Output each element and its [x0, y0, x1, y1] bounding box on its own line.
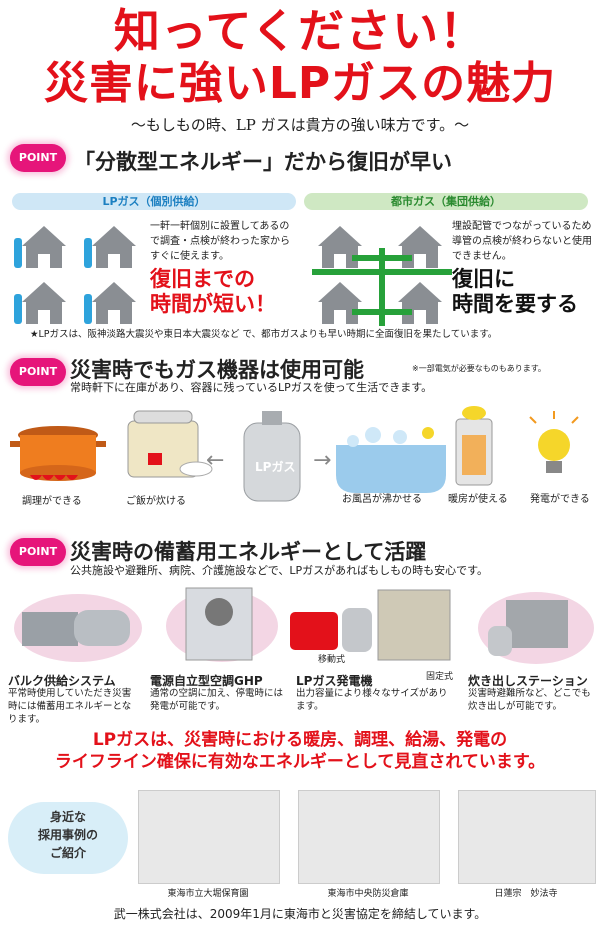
city-desc: 埋設配管でつながっているため導管の点検が終わらないと使用できません。 — [452, 221, 592, 262]
point3-title: 災害時の備蓄用エネルギーとして活躍 — [70, 540, 427, 564]
bathtub-icon — [336, 427, 446, 493]
gas-appliances-illustration: ← → — [10, 406, 579, 502]
rice-cooker-icon — [127, 410, 213, 478]
subtitle: ～もしもの時、LP ガスは貴方の強い味方です。～ — [130, 116, 470, 134]
fixed-tag: 固定式 — [426, 672, 454, 682]
svg-text:→: → — [313, 448, 331, 473]
can-heat-bath-label: お風呂が沸かせる — [342, 494, 422, 505]
svg-text:←: ← — [206, 448, 224, 473]
cooking-station-desc: 災害時避難所など、どこでも炊き出しが可能です。 — [468, 688, 591, 712]
can-cook-label: 調理ができる — [22, 496, 82, 507]
lp-highlight-1: 復旧までの — [150, 267, 255, 291]
generator-name: LPガス発電機 — [296, 674, 373, 688]
stove-heater-icon — [455, 406, 493, 486]
footer-note: 武一株式会社は、2009年1月に東海市と災害協定を締結しています。 — [113, 907, 487, 921]
stockpile-equipment-photos — [14, 587, 594, 664]
nursery-caption: 東海市立大堀保育園 — [167, 889, 249, 899]
point-badge-2: POINT — [10, 358, 66, 386]
nursery-photo — [138, 790, 280, 884]
examples-badge: 身近な 採用事例の ご紹介 — [8, 802, 128, 874]
city-highlight-2: 時間を要する — [452, 292, 578, 316]
point2-desc: 常時軒下に在庫があり、容器に残っているLPガスを使って生活できます。 — [70, 381, 433, 394]
lp-highlight-2: 時間が短い！ — [150, 292, 276, 316]
ghp-name: 電源自立型空調GHP — [150, 674, 263, 688]
can-cook-rice-label: ご飯が炊ける — [126, 496, 186, 507]
city-highlight-1: 復旧に — [452, 267, 515, 291]
lp-desc: 一軒一軒個別に設置してあるので調査・点検が終わった家からすぐに使えます。 — [150, 221, 290, 262]
warehouse-caption: 東海市中央防災倉庫 — [327, 889, 409, 899]
temple-photo — [458, 790, 596, 884]
generator-desc: 出力容量により様々なサイズがあります。 — [296, 688, 448, 712]
point-badge-3: POINT — [10, 538, 66, 566]
cooking-pot-icon — [10, 426, 106, 481]
point2-footnote: ※一部電気が必要なものもあります。 — [412, 364, 546, 373]
examples-label-1: 身近な — [49, 810, 86, 824]
portable-tag: 移動式 — [318, 655, 346, 665]
point1-note: ★LPガスは、阪神淡路大震災や東日本大震災など で、都市ガスよりも早い時期に全面… — [30, 329, 498, 340]
bulk-system-name: バルク供給システム — [8, 674, 116, 688]
temple-caption: 日蓮宗 妙法寺 — [494, 889, 558, 899]
city-gas-connected-houses-icon — [312, 226, 452, 326]
lp-gas-band: LPガス（個別供給） — [12, 193, 296, 210]
cooking-station-name: 炊き出しステーション — [468, 674, 588, 688]
can-generate-power-label: 発電ができる — [530, 494, 590, 505]
headline-line1: 知ってください！ — [113, 4, 487, 58]
lp-individual-houses-icon — [14, 226, 136, 324]
point2-title: 災害時でもガス機器は使用可能 — [70, 358, 364, 382]
city-gas-band: 都市ガス（集団供給） — [304, 193, 588, 210]
summary-line2: ライフライン確保に有効なエネルギーとして見直されています。 — [54, 752, 546, 772]
examples-label-3: ご紹介 — [49, 846, 86, 860]
light-bulb-icon — [529, 411, 579, 473]
ghp-desc: 通常の空調に加え、停電時には発電が可能です。 — [150, 688, 284, 712]
lp-gas-cylinder-icon — [243, 411, 301, 502]
cylinder-label: LPガス — [255, 460, 296, 474]
point3-desc: 公共施設や避難所、病院、介護施設などで、LPガスがあればもしもの時も安心です。 — [70, 564, 488, 577]
headline-line2: 災害に強いLPガスの魅力 — [43, 58, 557, 109]
summary-line1: LPガスは、災害時における暖房、調理、給湯、発電の — [92, 730, 508, 750]
disaster-warehouse-photo — [298, 790, 440, 884]
point1-title: 「分散型エネルギー」だから復旧が早い — [74, 150, 452, 174]
examples-label-2: 採用事例の — [37, 828, 98, 842]
point-badge-1: POINT — [10, 144, 66, 172]
bulk-system-desc: 平常時使用していただき災害時には備蓄用エネルギーとなります。 — [8, 688, 132, 725]
can-heat-room-label: 暖房が使える — [448, 494, 508, 505]
